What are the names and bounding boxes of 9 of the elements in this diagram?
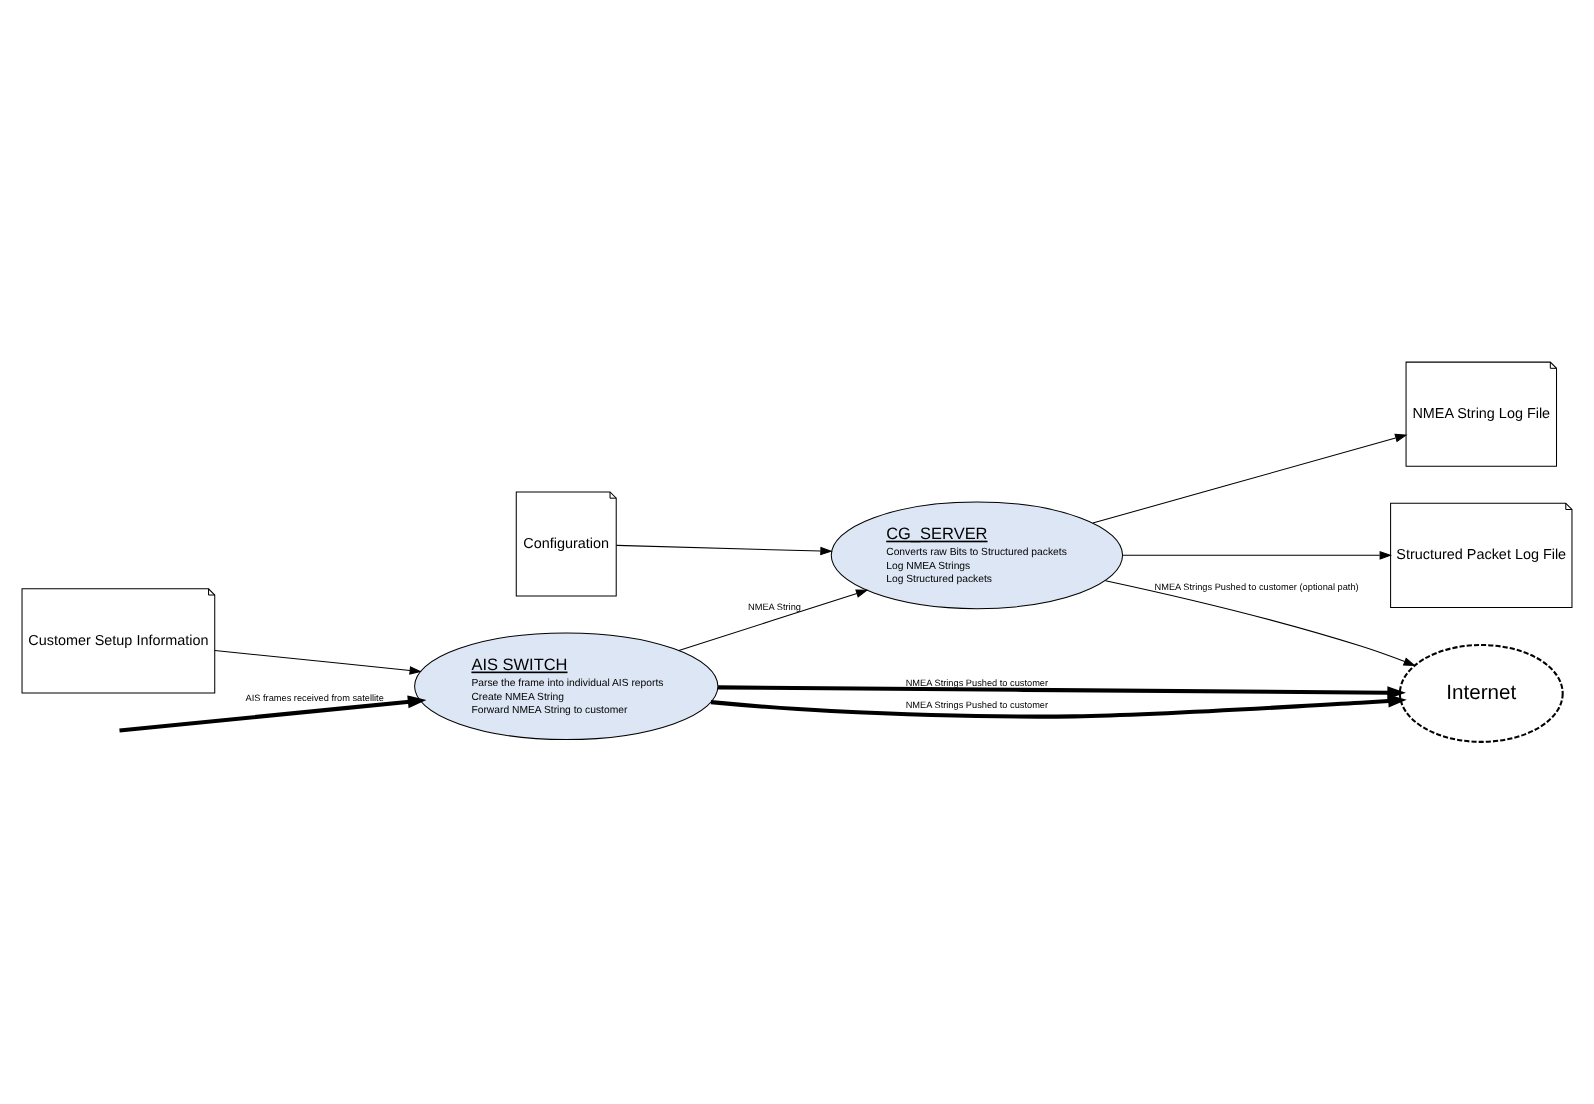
arrow [1122,551,1392,560]
arrow [214,650,422,675]
arrow [1104,580,1416,666]
arrow [678,589,869,651]
arrow [119,695,427,733]
arrow [710,694,1407,719]
arrow [718,685,1406,700]
arrow [1092,433,1408,524]
arrow [616,544,833,556]
